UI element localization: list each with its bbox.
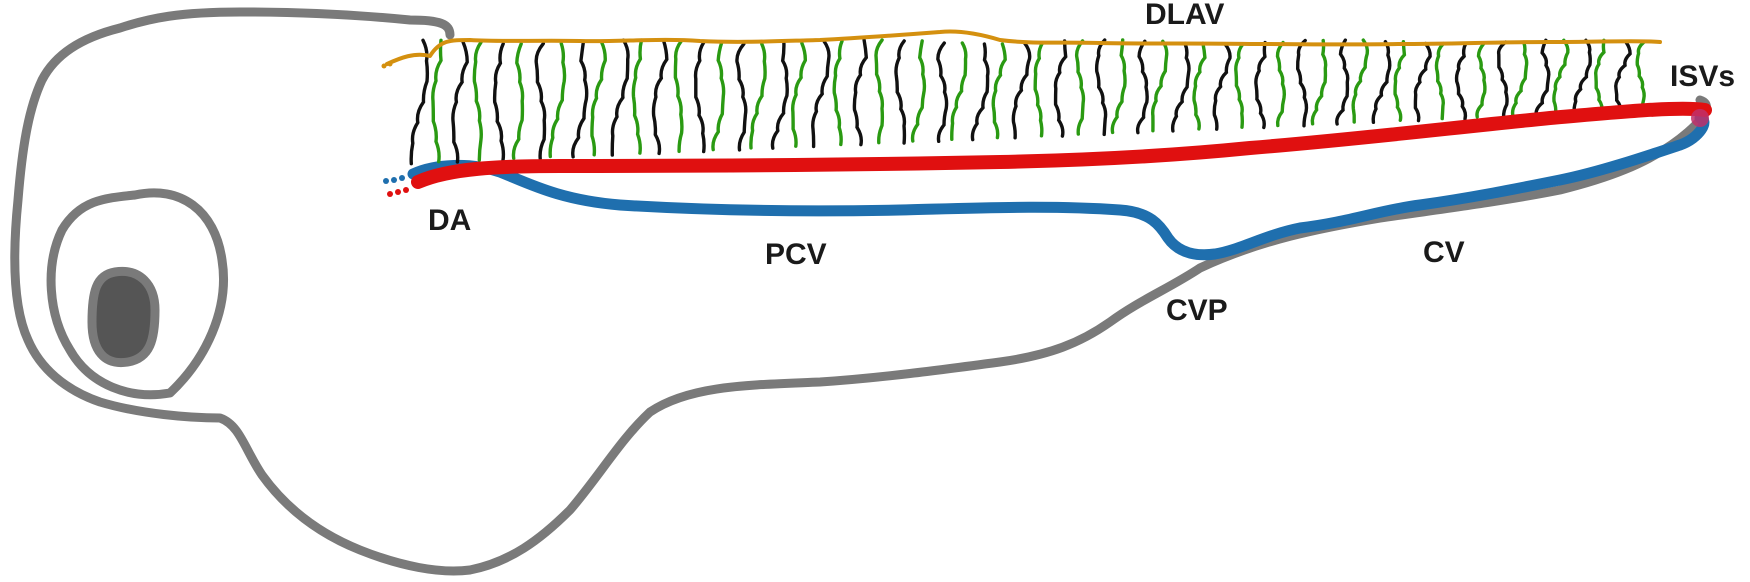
isv-dark-22 (1254, 40, 1267, 130)
isv-green-12 (874, 38, 885, 145)
label-isvs: ISVs (1670, 60, 1735, 93)
isv-green-21 (1234, 42, 1245, 129)
isv-dark-3 (492, 42, 506, 162)
isv-dark-30 (1572, 38, 1592, 116)
isv-green-14 (950, 41, 968, 141)
isv-green-13 (910, 39, 927, 143)
isv-green-18 (1110, 38, 1127, 135)
isv-green-4 (548, 41, 567, 159)
isv-dark-13 (894, 39, 907, 145)
isv-green-22 (1275, 40, 1287, 128)
isv-green-19 (1150, 39, 1169, 133)
isv-green-9 (749, 42, 767, 150)
isv-dark-24 (1335, 38, 1350, 126)
isv-dark-25 (1371, 40, 1392, 124)
isv-dark-4 (534, 41, 547, 161)
isv-green-8 (711, 40, 726, 152)
isv-green-28 (1510, 40, 1529, 117)
isv-green-26 (1434, 41, 1446, 121)
isv-dark-16 (1011, 41, 1032, 140)
isv-dark-29 (1534, 38, 1551, 118)
isv-green-6 (631, 38, 644, 155)
isv-dark-12 (852, 38, 869, 147)
isv-dark-2 (451, 40, 469, 164)
isv-dark-5 (571, 40, 589, 159)
isv-green-11 (832, 39, 844, 147)
isv-dark-28 (1496, 40, 1509, 119)
isv-green-2 (472, 40, 483, 162)
isv-dark-23 (1295, 38, 1309, 128)
isv-dark-21 (1212, 42, 1232, 131)
label-da: DA (428, 204, 471, 237)
isv-dark-11 (811, 39, 831, 149)
dlav-lead-dots (381, 61, 393, 69)
isv-green-10 (791, 41, 808, 148)
isv-green-3 (511, 42, 525, 160)
isv-green-30 (1594, 38, 1606, 114)
isv-green-5 (590, 40, 607, 157)
intersegmental-vessels (409, 38, 1646, 166)
isv-dark-15 (970, 42, 990, 142)
dorsal-aorta (411, 101, 1712, 189)
label-pcv: PCV (765, 238, 827, 271)
isv-dark-31 (1614, 40, 1632, 114)
isv-dark-26 (1413, 41, 1432, 123)
isv-dark-27 (1454, 42, 1468, 121)
isv-dark-9 (735, 42, 748, 152)
isv-green-15 (991, 42, 1007, 140)
isv-green-24 (1351, 38, 1370, 124)
isv-green-16 (1033, 41, 1045, 138)
isv-green-29 (1552, 38, 1570, 116)
isv-dark-1 (409, 38, 430, 166)
artery-lead-dots (387, 187, 409, 197)
isv-dark-10 (770, 41, 789, 150)
isv-green-20 (1192, 41, 1207, 131)
eye-outline (46, 188, 228, 400)
eye-pupil (87, 266, 160, 368)
isv-green-27 (1475, 42, 1487, 119)
isv-dark-7 (651, 38, 669, 156)
isv-dark-19 (1135, 39, 1149, 135)
isv-green-31 (1635, 40, 1646, 112)
label-cvp: CVP (1166, 294, 1228, 327)
isv-green-25 (1393, 40, 1407, 122)
label-cv: CV (1423, 236, 1465, 269)
dorsal-longitudinal-anastomotic-vessel (385, 29, 1662, 66)
isv-green-7 (673, 38, 684, 154)
isv-green-23 (1310, 38, 1328, 126)
isv-dark-20 (1170, 41, 1191, 133)
isv-dark-18 (1094, 38, 1108, 137)
embryo-body-outline (10, 7, 1711, 576)
isv-dark-6 (610, 38, 630, 157)
isv-dark-14 (936, 41, 949, 143)
posterior-cardinal-vein (407, 112, 1710, 261)
isv-dark-8 (693, 40, 706, 154)
artery-vein-junction (1691, 109, 1709, 127)
isv-green-1 (431, 38, 443, 164)
isv-dark-17 (1053, 39, 1068, 138)
vein-lead-dots (383, 175, 405, 184)
isv-green-17 (1074, 39, 1086, 136)
label-dlav: DLAV (1145, 0, 1224, 31)
